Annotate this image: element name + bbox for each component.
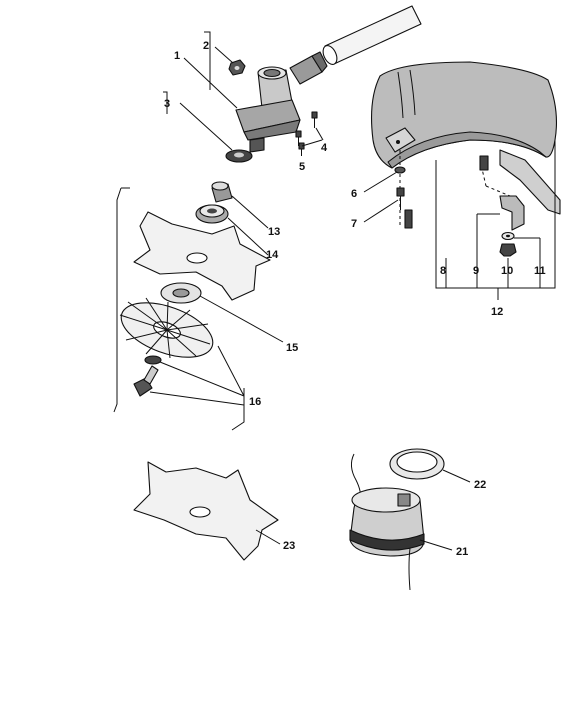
callout-8: 8 [440, 265, 446, 277]
part-10-nut [499, 243, 517, 257]
part-15-washer [160, 282, 202, 304]
callout-23: 23 [283, 540, 295, 552]
callout-2: 2 [203, 40, 209, 52]
part-16-washer [144, 355, 162, 365]
grass-guard [371, 61, 561, 215]
callout-11: 11 [534, 265, 546, 277]
gear-head [235, 51, 328, 153]
callout-4: 4 [321, 142, 328, 154]
callout-7: 7 [351, 218, 357, 230]
part-9-bracket [499, 195, 525, 231]
callout-5: 5 [299, 161, 305, 173]
callout-16: 16 [249, 396, 261, 408]
callout-21: 21 [456, 546, 468, 558]
shaft-tube [322, 5, 422, 65]
part-16-bolt [133, 365, 159, 397]
callout-3: 3 [164, 98, 170, 110]
callout-labels: 1 2 3 4 5 6 7 8 9 10 11 12 13 14 15 16 2… [164, 40, 546, 558]
callout-12: 12 [491, 306, 503, 318]
part-4-screws [295, 111, 318, 146]
callout-14: 14 [266, 249, 279, 261]
part-9-screw [479, 155, 489, 171]
part-11-washer [501, 231, 515, 241]
callout-9: 9 [473, 265, 479, 277]
part-16-cup [119, 297, 214, 359]
part-7-screw [396, 187, 405, 210]
part-6-washer [394, 166, 406, 174]
part-2-nut [228, 59, 246, 76]
callout-6: 6 [351, 188, 357, 200]
callout-13: 13 [268, 226, 280, 238]
part-13-collar [211, 181, 233, 203]
callout-10: 10 [501, 265, 513, 277]
part-23-blade [133, 461, 279, 561]
part-22-cap [389, 448, 445, 480]
callout-22: 22 [474, 479, 486, 491]
part-7-screw-b [404, 209, 413, 229]
callout-1: 1 [174, 50, 180, 62]
part-14-flange [195, 204, 229, 224]
part-5-screw [298, 142, 305, 156]
part-21-trimmer-head [349, 453, 425, 591]
callout-15: 15 [286, 342, 298, 354]
part-blade-upper [133, 211, 271, 301]
